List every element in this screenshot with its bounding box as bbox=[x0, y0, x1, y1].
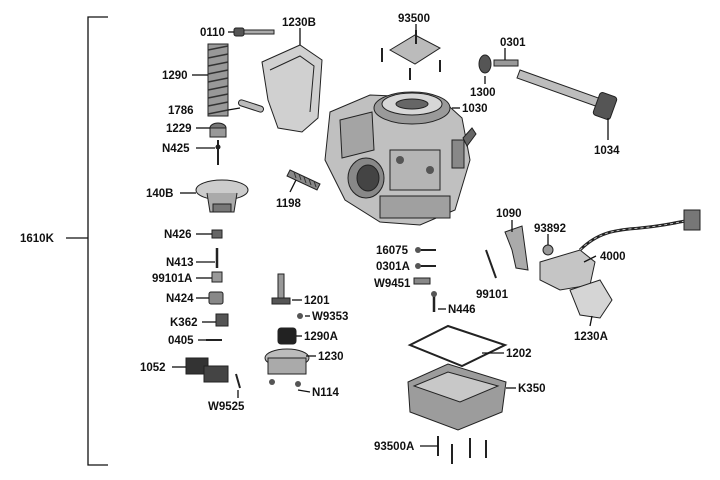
label-99101: 99101 bbox=[476, 289, 509, 301]
label-1229: 1229 bbox=[166, 123, 192, 135]
label-1230: 1230 bbox=[318, 351, 344, 363]
part-diaphragm-140B bbox=[195, 179, 249, 213]
label-N114: N114 bbox=[312, 387, 339, 399]
label-1090: 1090 bbox=[496, 208, 522, 220]
label-N424: N424 bbox=[166, 293, 194, 305]
part-screw-1198 bbox=[286, 169, 321, 191]
label-1052: 1052 bbox=[140, 362, 166, 374]
label-99101A: 99101A bbox=[152, 273, 192, 285]
part-N426 bbox=[211, 229, 223, 239]
part-gear-1300 bbox=[478, 54, 492, 74]
part-bracket-1090 bbox=[504, 225, 529, 271]
part-shaft-1034 bbox=[516, 69, 618, 121]
part-carburetor-body-1030 bbox=[324, 91, 477, 226]
label-W9353: W9353 bbox=[312, 311, 348, 323]
part-screw-W9451 bbox=[413, 277, 431, 285]
part-K362 bbox=[215, 313, 229, 327]
label-1030: 1030 bbox=[462, 103, 488, 115]
label-0110: 0110 bbox=[200, 27, 225, 39]
label-140B: 140B bbox=[146, 188, 174, 200]
part-N114 bbox=[269, 379, 301, 387]
part-needle-1201 bbox=[271, 273, 291, 305]
part-screw-0110 bbox=[233, 27, 275, 37]
part-99101A bbox=[211, 271, 223, 283]
part-sensor-4000 bbox=[539, 209, 701, 291]
part-93892 bbox=[542, 244, 554, 256]
label-1201: 1201 bbox=[304, 295, 330, 307]
label-1610K: 1610K bbox=[20, 233, 55, 245]
label-93500A: 93500A bbox=[374, 441, 414, 453]
part-screws-93500A bbox=[437, 436, 487, 464]
part-1230 bbox=[264, 348, 310, 375]
label-16075: 16075 bbox=[376, 245, 409, 257]
label-1786: 1786 bbox=[168, 105, 194, 117]
label-1230B: 1230B bbox=[282, 17, 316, 29]
leader-lines bbox=[172, 24, 609, 447]
part-W9525 bbox=[235, 373, 241, 389]
part-pin-1786 bbox=[237, 99, 265, 113]
label-1034: 1034 bbox=[594, 145, 620, 157]
label-4000: 4000 bbox=[600, 251, 626, 263]
label-0301: 0301 bbox=[500, 37, 526, 49]
part-1052 bbox=[185, 357, 229, 383]
assembly-bracket bbox=[66, 16, 108, 466]
label-K362: K362 bbox=[170, 317, 198, 329]
label-0301A: 0301A bbox=[376, 261, 410, 273]
label-1202: 1202 bbox=[506, 348, 532, 360]
label-N426: N426 bbox=[164, 229, 192, 241]
part-cover-1230A bbox=[569, 279, 613, 319]
part-cover-1230B bbox=[261, 44, 323, 133]
part-needle-N425 bbox=[215, 140, 221, 165]
label-K350: K350 bbox=[518, 383, 546, 395]
part-1290A bbox=[277, 327, 297, 345]
part-float-bowl-K350 bbox=[407, 363, 507, 431]
label-93500: 93500 bbox=[398, 13, 430, 25]
part-99101 bbox=[485, 249, 497, 279]
part-N424 bbox=[208, 291, 224, 305]
label-N425: N425 bbox=[162, 143, 190, 155]
part-spring-1290 bbox=[207, 43, 229, 117]
part-screw-N446 bbox=[431, 291, 437, 312]
label-N446: N446 bbox=[448, 304, 476, 316]
label-N413: N413 bbox=[166, 257, 194, 269]
part-screw-16075 bbox=[415, 247, 436, 253]
label-1198: 1198 bbox=[276, 198, 302, 210]
label-1290: 1290 bbox=[162, 70, 188, 82]
part-1229 bbox=[209, 122, 227, 138]
label-W9451: W9451 bbox=[374, 278, 411, 290]
label-1300: 1300 bbox=[470, 87, 496, 99]
label-0405: 0405 bbox=[168, 335, 194, 347]
part-W9353 bbox=[297, 313, 303, 319]
part-plate-93500 bbox=[381, 30, 441, 80]
part-gasket-1202 bbox=[407, 324, 508, 368]
label-93892: 93892 bbox=[534, 223, 566, 235]
label-W9525: W9525 bbox=[208, 401, 245, 413]
label-1230A: 1230A bbox=[574, 331, 608, 343]
label-1290A: 1290A bbox=[304, 331, 338, 343]
part-screw-0301A bbox=[415, 263, 436, 269]
part-0301 bbox=[493, 59, 519, 67]
